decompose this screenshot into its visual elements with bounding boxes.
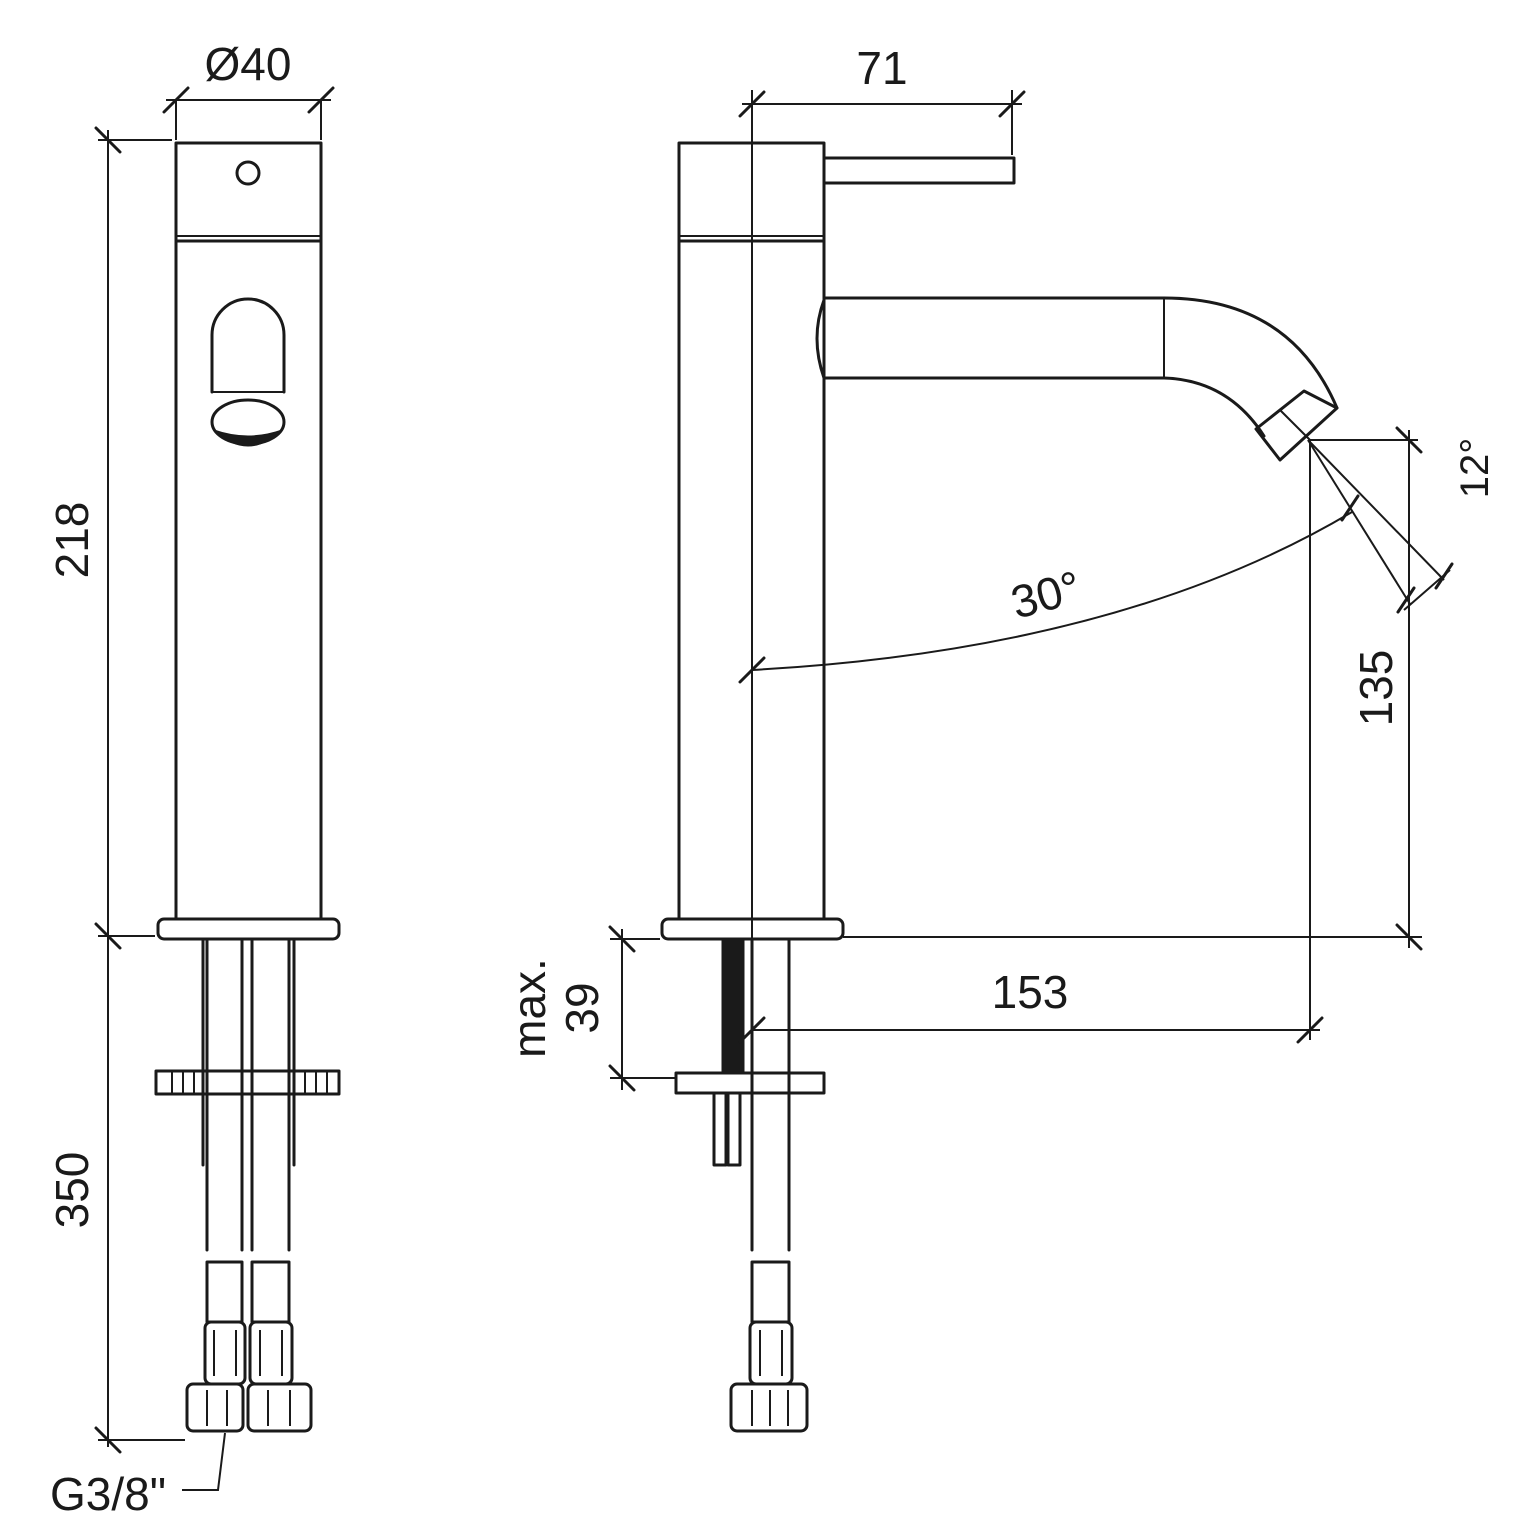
dim-connection-thread: G3/8" — [50, 1468, 166, 1520]
front-fixing-plate — [154, 1069, 341, 1096]
dim-spout-height: 135 — [1350, 650, 1402, 727]
side-fixing-plate — [674, 1071, 826, 1095]
lever-handle — [822, 156, 1016, 185]
front-body — [174, 239, 323, 921]
dim-lever-reach: 71 — [856, 42, 907, 94]
side-dimensions: 71 30° 12° 135 153 max. 39 — [503, 42, 1497, 1092]
front-cap-hole — [235, 160, 261, 186]
dim-diameter: Ø40 — [205, 38, 292, 90]
front-dimensions: Ø40 218 350 G3/8" — [46, 38, 335, 1520]
front-base-plate — [156, 917, 341, 941]
dim-hose-length: 350 — [46, 1152, 98, 1229]
dim-aerator-angle: 12° — [1453, 438, 1497, 499]
front-nut-left — [203, 1320, 247, 1386]
dim-spout-angle: 30° — [1006, 560, 1087, 628]
angle-arc-30 — [751, 511, 1353, 671]
front-view — [154, 141, 341, 1433]
dim-spout-reach: 153 — [992, 966, 1069, 1018]
side-view — [660, 141, 1339, 1433]
side-nut — [748, 1320, 794, 1386]
aerator — [1254, 389, 1339, 462]
spout — [822, 296, 1339, 438]
front-cap — [174, 141, 323, 243]
front-nut-right — [248, 1320, 294, 1386]
dim-deck-prefix: max. — [503, 958, 555, 1058]
dim-deck-thickness: 39 — [556, 982, 608, 1033]
dim-body-height: 218 — [46, 502, 98, 579]
front-outlet — [210, 297, 286, 394]
